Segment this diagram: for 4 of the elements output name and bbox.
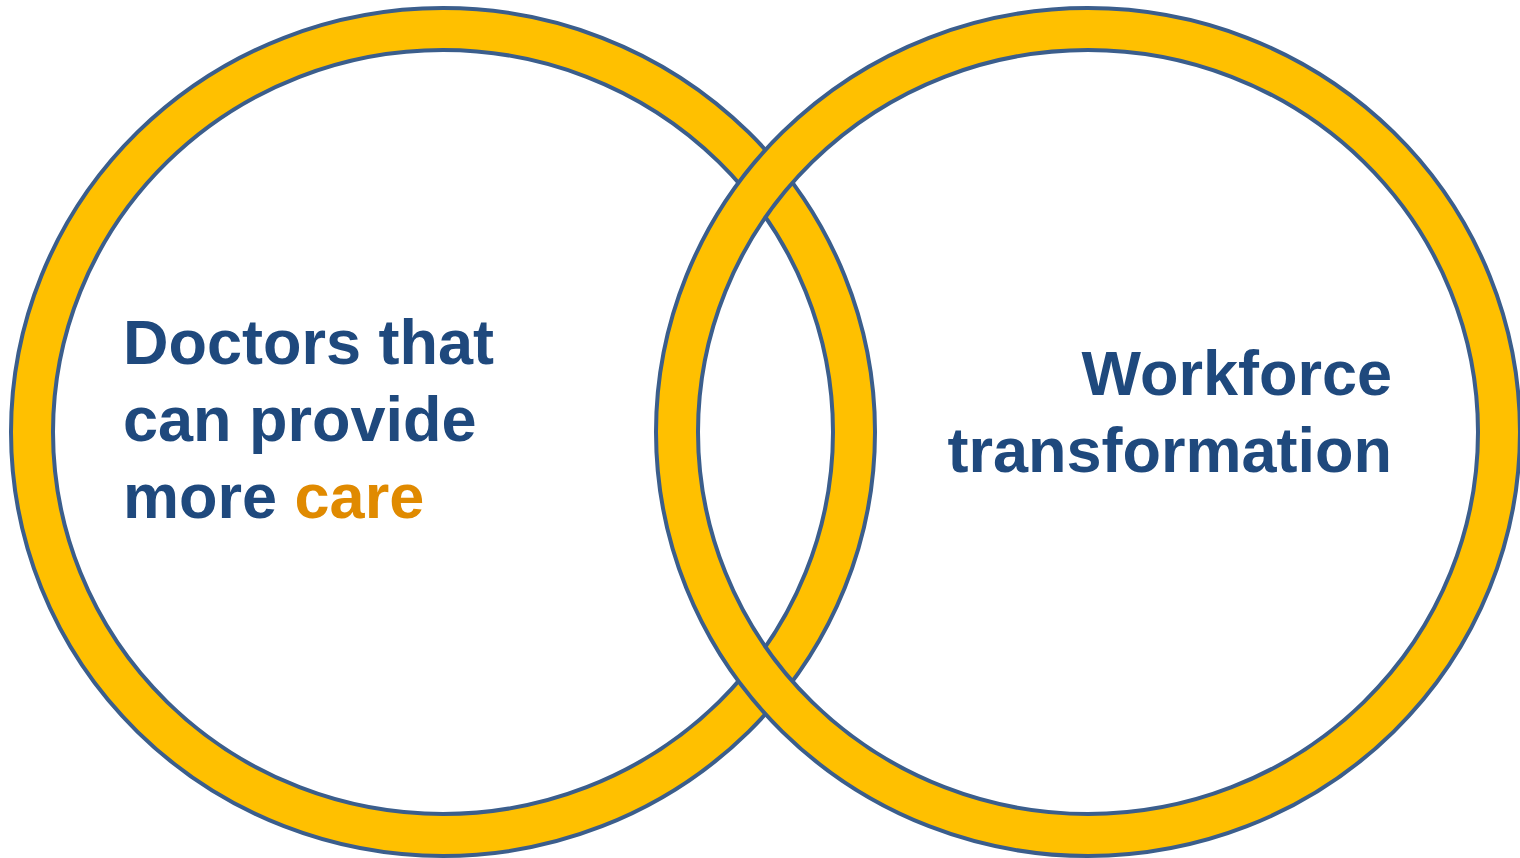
ring-label: Workforce transformation: [946, 337, 1392, 487]
ring-label: Doctors that can provide more care: [123, 306, 496, 533]
venn-ring: [656, 8, 1520, 856]
venn-ring: [11, 8, 875, 856]
